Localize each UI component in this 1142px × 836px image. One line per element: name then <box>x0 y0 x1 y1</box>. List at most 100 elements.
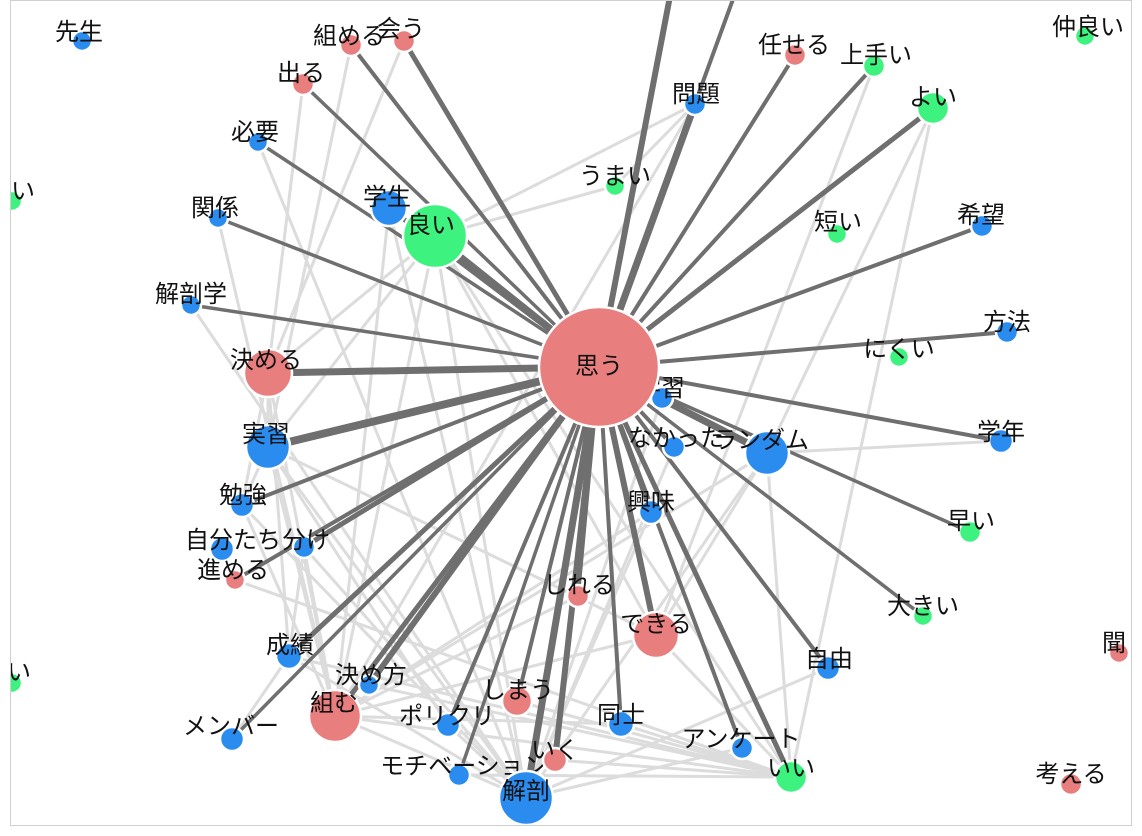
nakayoi-circle[interactable] <box>1073 24 1097 48</box>
left_i-circle[interactable] <box>11 189 24 213</box>
nikui-circle[interactable] <box>887 345 911 369</box>
node-susumeru[interactable]: 進める <box>197 556 269 592</box>
node-kaibou[interactable]: 解剖 <box>497 769 555 825</box>
seiseki-circle[interactable] <box>274 641 304 671</box>
node-policy[interactable]: ポリクリ <box>399 702 495 739</box>
node-yoi_kanji[interactable]: 良い <box>401 202 469 270</box>
node-kankei[interactable]: 関係 <box>191 194 239 230</box>
node-nakayoi[interactable]: 仲良い <box>1052 13 1124 48</box>
node-sensei[interactable]: 先生 <box>55 18 103 53</box>
node-iku[interactable]: いく <box>531 736 579 774</box>
nakatta-circle[interactable] <box>661 434 687 460</box>
hub-node[interactable]: 思う <box>537 305 661 429</box>
gakunen-circle[interactable] <box>987 427 1015 455</box>
au-circle[interactable] <box>391 28 417 54</box>
node-kibou[interactable]: 希望 <box>957 201 1005 239</box>
iku-circle[interactable] <box>541 746 569 774</box>
kaibougaku-circle[interactable] <box>179 293 203 317</box>
node-dekiru[interactable]: できる <box>620 610 692 660</box>
kimeru-circle[interactable] <box>242 347 294 399</box>
node-nakatta[interactable]: なかった <box>628 424 724 460</box>
kibou-circle[interactable] <box>969 213 995 239</box>
node-kimekata[interactable]: 決め方 <box>335 661 407 697</box>
node-shimau[interactable]: しまう <box>482 676 554 718</box>
node-ookii[interactable]: 大きい <box>887 592 959 628</box>
mijikai-circle[interactable] <box>825 222 849 246</box>
susumeru-circle[interactable] <box>223 568 247 592</box>
node-kaibougaku[interactable]: 解剖学 <box>155 280 227 317</box>
gakusei-circle[interactable] <box>369 188 409 228</box>
umai-circle[interactable] <box>603 174 627 198</box>
node-gakusei[interactable]: 学生 <box>363 183 411 228</box>
jisshuu-circle[interactable] <box>244 423 292 471</box>
node-jibuntachi[interactable]: 自分たち <box>185 526 281 563</box>
kimekata-circle[interactable] <box>357 673 381 697</box>
makaseru-circle[interactable] <box>782 42 808 68</box>
jiyuu-circle[interactable] <box>814 654 842 682</box>
mondai-circle[interactable] <box>682 91 708 117</box>
node-kyoumi[interactable]: 興味 <box>627 488 675 526</box>
node-hayai[interactable]: 早い <box>947 507 995 545</box>
kiku-circle[interactable] <box>1107 641 1131 665</box>
node-nikui[interactable]: にくい <box>863 335 935 369</box>
node-kumu[interactable]: 組む <box>307 688 363 744</box>
kumeru-circle[interactable] <box>338 32 364 58</box>
dekiru-circle[interactable] <box>631 610 681 660</box>
yoi_kanji-circle[interactable] <box>401 202 469 270</box>
co-occurrence-network[interactable]: 先生組める会う出る必要関係学生良いい解剖学決める実習勉強自分たち分け進める成績決… <box>11 1 1132 826</box>
node-benkyou[interactable]: 勉強 <box>219 481 267 519</box>
node-jiyuu[interactable]: 自由 <box>805 645 853 682</box>
node-random[interactable]: ランダム <box>713 426 809 477</box>
yoi-circle[interactable] <box>915 90 951 126</box>
enquete-circle[interactable] <box>729 735 755 761</box>
network-canvas[interactable]: 先生組める会う出る必要関係学生良いい解剖学決める実習勉強自分たち分け進める成績決… <box>10 0 1132 826</box>
jibuntachi-circle[interactable] <box>208 535 236 563</box>
hayai-circle[interactable] <box>957 519 983 545</box>
deru-circle[interactable] <box>290 71 316 97</box>
random-circle[interactable] <box>743 429 791 477</box>
hub-circle[interactable] <box>537 305 661 429</box>
kangaeru-circle[interactable] <box>1058 771 1084 797</box>
node-yoi[interactable]: よい <box>909 83 957 126</box>
node-jouzu[interactable]: 上手い <box>840 41 912 79</box>
member-circle[interactable] <box>218 725 246 753</box>
wake-circle[interactable] <box>291 534 317 560</box>
doushi-circle[interactable] <box>606 709 636 739</box>
ii-circle[interactable] <box>773 759 809 795</box>
hitsuyou-circle[interactable] <box>246 130 270 154</box>
shimau-circle[interactable] <box>500 684 534 718</box>
node-ii[interactable]: いい <box>767 754 815 795</box>
node-wake[interactable]: 分け <box>282 526 330 560</box>
kankei-circle[interactable] <box>206 206 230 230</box>
node-au[interactable]: 会う <box>377 15 425 54</box>
node-kiku[interactable]: 聞く <box>1102 629 1132 665</box>
node-makaseru[interactable]: 任せる <box>758 31 830 68</box>
node-shireru[interactable]: しれる <box>543 571 615 609</box>
node-hitsuyou[interactable]: 必要 <box>231 118 279 154</box>
node-member[interactable]: メンバー <box>183 712 279 753</box>
policy-circle[interactable] <box>434 711 462 739</box>
node-kangaeru[interactable]: 考える <box>1035 760 1107 797</box>
node-umai[interactable]: うまい <box>579 162 651 198</box>
kumu-circle[interactable] <box>307 688 363 744</box>
ookii-circle[interactable] <box>911 604 935 628</box>
kyoumi-circle[interactable] <box>637 498 665 526</box>
node-seiseki[interactable]: 成績 <box>266 631 314 671</box>
node-mondai[interactable]: 問題 <box>672 80 720 117</box>
houhou-circle[interactable] <box>994 319 1020 345</box>
node-kimeru[interactable]: 決める <box>230 346 302 399</box>
node-left_i[interactable]: い <box>11 177 35 213</box>
node-doushi[interactable]: 同士 <box>597 701 645 739</box>
node-jisshuu[interactable]: 実習 <box>242 420 292 471</box>
node-houhou[interactable]: 方法 <box>983 308 1031 345</box>
node-gakunen[interactable]: 学年 <box>977 418 1025 455</box>
kaibou-circle[interactable] <box>497 769 555 825</box>
node-left_i2[interactable]: い <box>11 658 31 695</box>
left_i2-circle[interactable] <box>11 671 24 695</box>
shireru-circle[interactable] <box>565 583 591 609</box>
jouzu-circle[interactable] <box>861 53 887 79</box>
sensei-circle[interactable] <box>70 29 94 53</box>
node-deru[interactable]: 出る <box>277 59 325 97</box>
node-kumeru[interactable]: 組める <box>313 22 385 58</box>
node-enquete[interactable]: アンケート <box>681 725 801 761</box>
